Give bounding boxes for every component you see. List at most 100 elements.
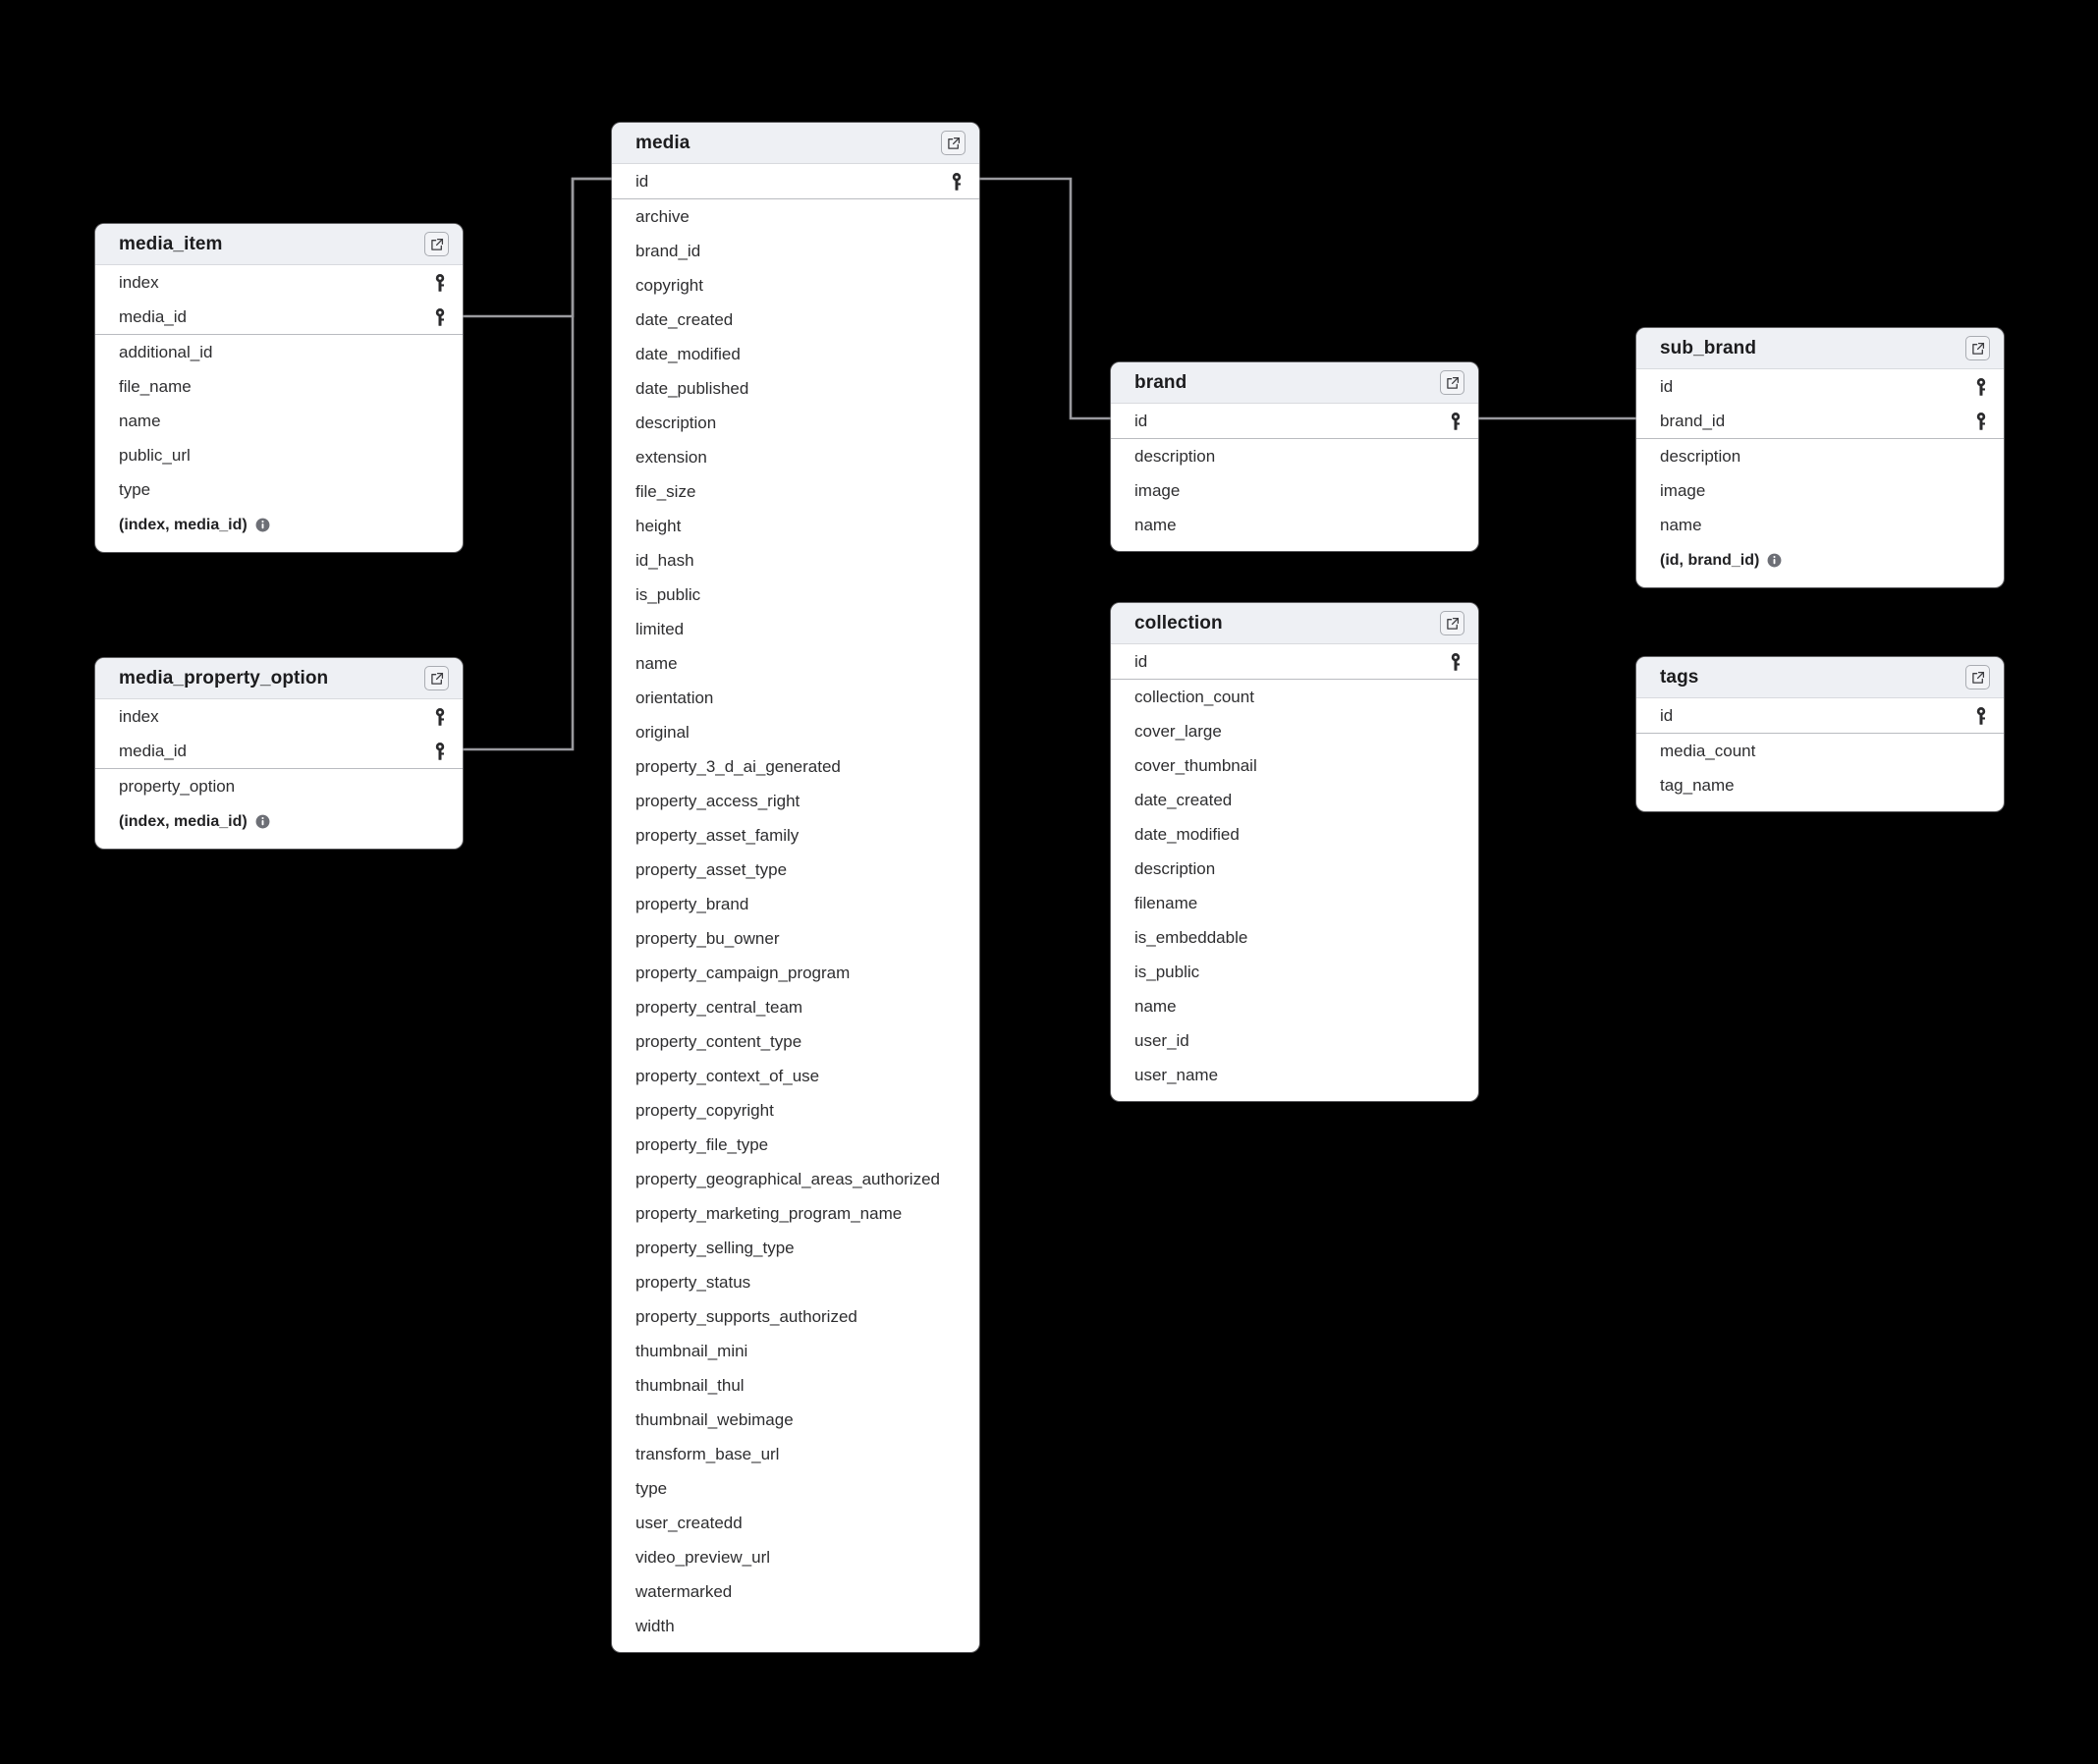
- field-row[interactable]: type: [612, 1471, 979, 1506]
- field-row[interactable]: user_createdd: [612, 1506, 979, 1540]
- composite-key-row[interactable]: (id, brand_id): [1636, 542, 2004, 579]
- field-row[interactable]: width: [612, 1609, 979, 1643]
- field-row[interactable]: image: [1636, 473, 2004, 508]
- field-row[interactable]: property_content_type: [612, 1024, 979, 1059]
- composite-key-row[interactable]: (index, media_id): [95, 803, 463, 840]
- field-row[interactable]: archive: [612, 199, 979, 234]
- table-header[interactable]: brand: [1111, 362, 1478, 404]
- info-icon[interactable]: [255, 518, 270, 532]
- key-field-row[interactable]: media_id: [95, 734, 463, 768]
- external-link-icon[interactable]: [941, 131, 966, 155]
- field-row[interactable]: name: [1636, 508, 2004, 542]
- field-row[interactable]: filename: [1111, 886, 1478, 920]
- field-row[interactable]: user_id: [1111, 1023, 1478, 1058]
- field-row[interactable]: brand_id: [612, 234, 979, 268]
- field-row[interactable]: date_modified: [1111, 817, 1478, 852]
- field-row[interactable]: date_created: [612, 303, 979, 337]
- key-field-row[interactable]: id: [1636, 369, 2004, 404]
- field-row[interactable]: property_file_type: [612, 1128, 979, 1162]
- field-row[interactable]: collection_count: [1111, 680, 1478, 714]
- field-row[interactable]: description: [1111, 439, 1478, 473]
- field-row[interactable]: is_public: [612, 578, 979, 612]
- table-header[interactable]: sub_brand: [1636, 328, 2004, 369]
- external-link-icon[interactable]: [1965, 336, 1990, 360]
- external-link-icon[interactable]: [424, 232, 449, 256]
- field-row[interactable]: media_count: [1636, 734, 2004, 768]
- field-row[interactable]: property_asset_type: [612, 853, 979, 887]
- field-row[interactable]: date_created: [1111, 783, 1478, 817]
- field-row[interactable]: additional_id: [95, 335, 463, 369]
- external-link-icon[interactable]: [424, 666, 449, 690]
- key-field-row[interactable]: id: [1111, 644, 1478, 679]
- composite-key-row[interactable]: (index, media_id): [95, 507, 463, 543]
- field-row[interactable]: image: [1111, 473, 1478, 508]
- field-row[interactable]: property_access_right: [612, 784, 979, 818]
- field-row[interactable]: date_modified: [612, 337, 979, 371]
- field-row[interactable]: property_status: [612, 1265, 979, 1299]
- key-field-row[interactable]: index: [95, 699, 463, 734]
- field-row[interactable]: orientation: [612, 681, 979, 715]
- field-row[interactable]: property_central_team: [612, 990, 979, 1024]
- field-row[interactable]: extension: [612, 440, 979, 474]
- field-row[interactable]: file_name: [95, 369, 463, 404]
- field-row[interactable]: tag_name: [1636, 768, 2004, 802]
- field-row[interactable]: property_context_of_use: [612, 1059, 979, 1093]
- field-row[interactable]: description: [1111, 852, 1478, 886]
- table-header[interactable]: collection: [1111, 603, 1478, 644]
- field-row[interactable]: thumbnail_webimage: [612, 1403, 979, 1437]
- table-header[interactable]: media_property_option: [95, 658, 463, 699]
- key-field-row[interactable]: index: [95, 265, 463, 300]
- field-row[interactable]: type: [95, 472, 463, 507]
- table-header[interactable]: tags: [1636, 657, 2004, 698]
- field-row[interactable]: is_public: [1111, 955, 1478, 989]
- field-row[interactable]: limited: [612, 612, 979, 646]
- field-row[interactable]: cover_thumbnail: [1111, 748, 1478, 783]
- field-row[interactable]: video_preview_url: [612, 1540, 979, 1574]
- external-link-icon[interactable]: [1440, 370, 1464, 395]
- field-row[interactable]: property_campaign_program: [612, 956, 979, 990]
- info-icon[interactable]: [255, 814, 270, 829]
- field-row[interactable]: property_bu_owner: [612, 921, 979, 956]
- key-field-row[interactable]: brand_id: [1636, 404, 2004, 438]
- field-row[interactable]: date_published: [612, 371, 979, 406]
- field-row[interactable]: property_brand: [612, 887, 979, 921]
- field-row[interactable]: copyright: [612, 268, 979, 303]
- field-row[interactable]: description: [612, 406, 979, 440]
- field-row[interactable]: property_option: [95, 769, 463, 803]
- field-row[interactable]: public_url: [95, 438, 463, 472]
- field-row[interactable]: file_size: [612, 474, 979, 509]
- field-row[interactable]: property_copyright: [612, 1093, 979, 1128]
- field-row[interactable]: cover_large: [1111, 714, 1478, 748]
- field-row[interactable]: name: [612, 646, 979, 681]
- field-row[interactable]: description: [1636, 439, 2004, 473]
- field-row[interactable]: property_supports_authorized: [612, 1299, 979, 1334]
- external-link-icon[interactable]: [1965, 665, 1990, 689]
- field-row[interactable]: user_name: [1111, 1058, 1478, 1092]
- info-icon[interactable]: [1767, 553, 1782, 568]
- field-row[interactable]: watermarked: [612, 1574, 979, 1609]
- key-field-row[interactable]: id: [1636, 698, 2004, 733]
- key-field-row[interactable]: media_id: [95, 300, 463, 334]
- field-row[interactable]: property_marketing_program_name: [612, 1196, 979, 1231]
- field-row[interactable]: property_geographical_areas_authorized: [612, 1162, 979, 1196]
- field-row[interactable]: property_asset_family: [612, 818, 979, 853]
- field-row[interactable]: property_3_d_ai_generated: [612, 749, 979, 784]
- field-row[interactable]: name: [1111, 508, 1478, 542]
- field-row[interactable]: height: [612, 509, 979, 543]
- field-row[interactable]: name: [95, 404, 463, 438]
- field-row[interactable]: is_embeddable: [1111, 920, 1478, 955]
- table-header[interactable]: media_item: [95, 224, 463, 265]
- field-row[interactable]: thumbnail_thul: [612, 1368, 979, 1403]
- field-row[interactable]: property_selling_type: [612, 1231, 979, 1265]
- external-link-icon[interactable]: [1440, 611, 1464, 635]
- table-header[interactable]: media: [612, 123, 979, 164]
- field-row[interactable]: original: [612, 715, 979, 749]
- field-row[interactable]: name: [1111, 989, 1478, 1023]
